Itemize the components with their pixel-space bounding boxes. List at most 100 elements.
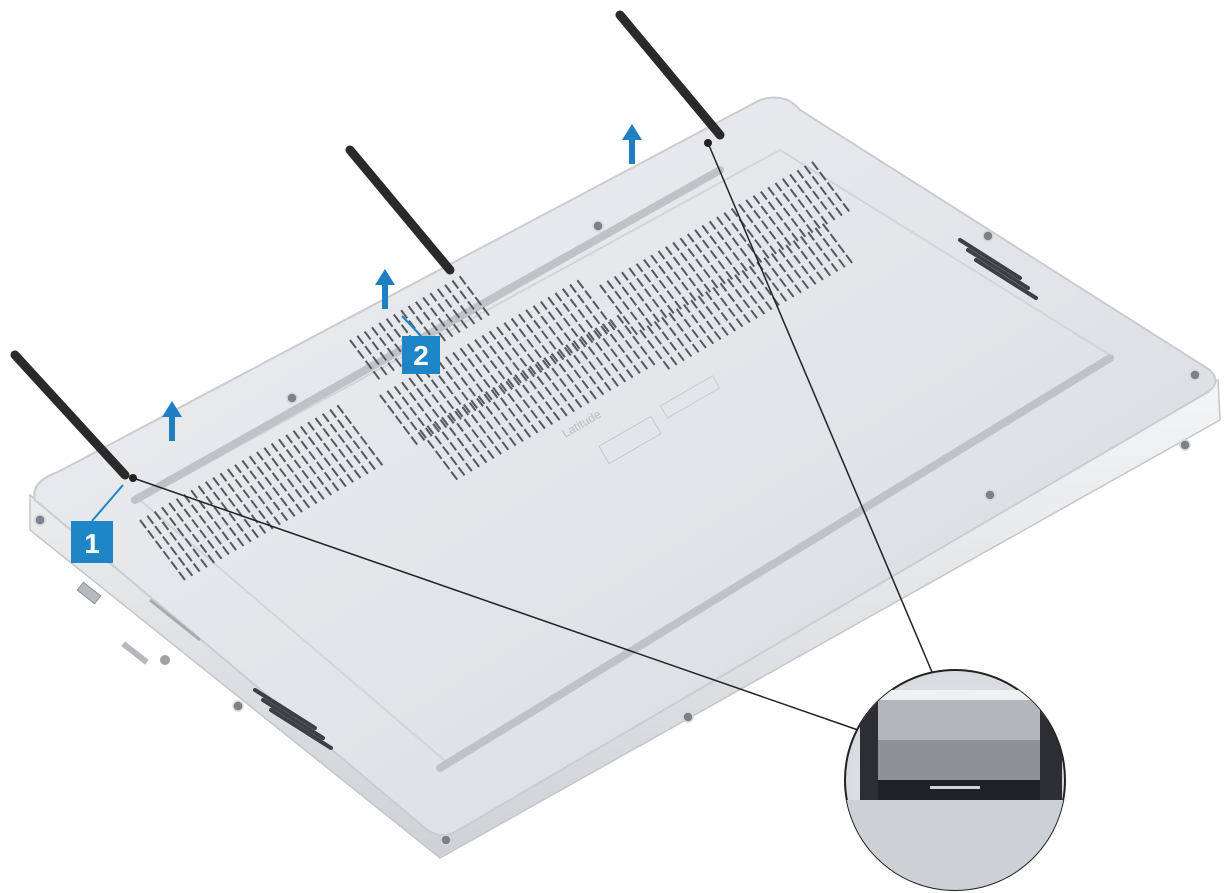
vent-slot xyxy=(221,531,230,541)
vent-slot xyxy=(475,368,483,378)
vent-slot xyxy=(563,332,572,342)
vent-slot xyxy=(199,529,207,539)
vent-slot xyxy=(680,266,689,277)
vent-slot xyxy=(555,307,563,317)
vent-slot xyxy=(734,274,742,284)
vent-slot xyxy=(622,315,631,325)
vent-slot xyxy=(599,284,607,294)
vent-slot xyxy=(507,393,516,403)
vent-slot xyxy=(474,296,483,306)
vent-slot xyxy=(511,347,520,357)
vent-slot xyxy=(738,203,746,213)
vent-slot xyxy=(676,322,684,332)
vent-slot xyxy=(322,442,331,452)
vent-slot xyxy=(518,313,526,323)
vent-slot xyxy=(170,560,178,571)
vent-slot xyxy=(449,441,458,451)
vent-slot xyxy=(183,508,192,518)
vent-slot xyxy=(804,194,813,204)
vent-slot xyxy=(308,465,317,475)
vent-slot xyxy=(192,548,200,558)
vent-slot xyxy=(683,318,692,328)
vent-slot xyxy=(690,299,698,309)
vent-slot xyxy=(543,371,552,381)
vent-slot xyxy=(458,275,467,285)
vent-slot xyxy=(786,273,794,283)
vent-slot xyxy=(256,466,265,476)
vent-slot xyxy=(805,224,814,234)
vent-slot xyxy=(537,390,545,400)
vent-slot xyxy=(307,421,315,431)
vent-slot xyxy=(819,186,828,196)
vent-slot xyxy=(433,420,442,431)
vent-slot xyxy=(781,178,790,188)
vent-slot xyxy=(639,345,648,356)
vent-slot xyxy=(565,344,574,354)
vent-slot xyxy=(510,317,519,328)
vent-slot xyxy=(525,324,534,334)
vent-slot xyxy=(408,392,417,402)
vent-slot xyxy=(461,406,470,416)
vent-slot xyxy=(474,353,483,363)
vent-slot xyxy=(596,371,604,381)
vent-slot xyxy=(272,486,280,497)
vent-slot xyxy=(229,541,237,551)
vent-slot xyxy=(146,515,155,525)
vent-slot xyxy=(594,327,603,337)
vent-slot xyxy=(375,456,384,466)
vent-slot xyxy=(308,450,316,461)
vent-slot xyxy=(651,283,659,294)
vent-slot xyxy=(286,478,295,488)
vent-slot xyxy=(471,443,480,453)
vent-slot xyxy=(614,305,623,315)
vent-slot xyxy=(474,339,482,349)
vent-slot xyxy=(293,459,302,469)
vent-slot xyxy=(459,347,468,357)
vent-slot xyxy=(581,379,590,390)
vent-slot xyxy=(490,389,499,399)
vent-slot xyxy=(818,171,827,181)
vent-slot xyxy=(460,362,468,372)
vent-slot xyxy=(811,161,819,171)
vent-slot xyxy=(344,415,352,425)
vent-slot xyxy=(551,367,559,377)
vent-slot xyxy=(741,269,750,280)
vent-slot xyxy=(518,328,527,338)
vent-slot xyxy=(570,327,579,338)
vent-slot xyxy=(478,410,486,420)
vent-slot xyxy=(330,452,339,463)
vent-slot xyxy=(364,360,373,370)
vent-slot xyxy=(222,545,230,556)
vent-slot xyxy=(732,251,740,262)
vent-slot xyxy=(570,313,578,323)
vent-slot xyxy=(176,527,185,537)
vent-slot xyxy=(571,342,579,352)
vent-slot xyxy=(534,349,542,359)
vent-slot xyxy=(822,252,831,262)
vent-slot xyxy=(402,410,410,421)
vent-slot xyxy=(668,312,677,322)
vent-slot xyxy=(703,268,711,279)
vent-slot xyxy=(472,458,480,468)
vent-slot xyxy=(393,385,402,396)
vent-slot xyxy=(234,464,242,474)
vent-slot xyxy=(681,296,690,306)
vent-slot xyxy=(444,298,453,308)
vent-slot xyxy=(429,292,438,302)
vent-slot xyxy=(324,486,333,496)
vent-slot xyxy=(666,304,675,314)
vent-slot xyxy=(816,271,824,281)
vent-slot xyxy=(791,232,799,242)
vent-slot xyxy=(356,335,365,345)
vent-slot xyxy=(515,403,523,413)
vent-slot xyxy=(501,426,509,436)
vent-slot xyxy=(453,395,462,406)
vent-slot xyxy=(804,180,812,190)
vent-slot xyxy=(789,188,798,198)
vent-slot xyxy=(753,224,762,234)
vent-slot xyxy=(567,403,575,413)
vent-slot xyxy=(681,281,689,291)
vent-slot xyxy=(519,342,527,353)
vent-slot xyxy=(580,350,589,360)
vent-slot xyxy=(783,236,792,246)
